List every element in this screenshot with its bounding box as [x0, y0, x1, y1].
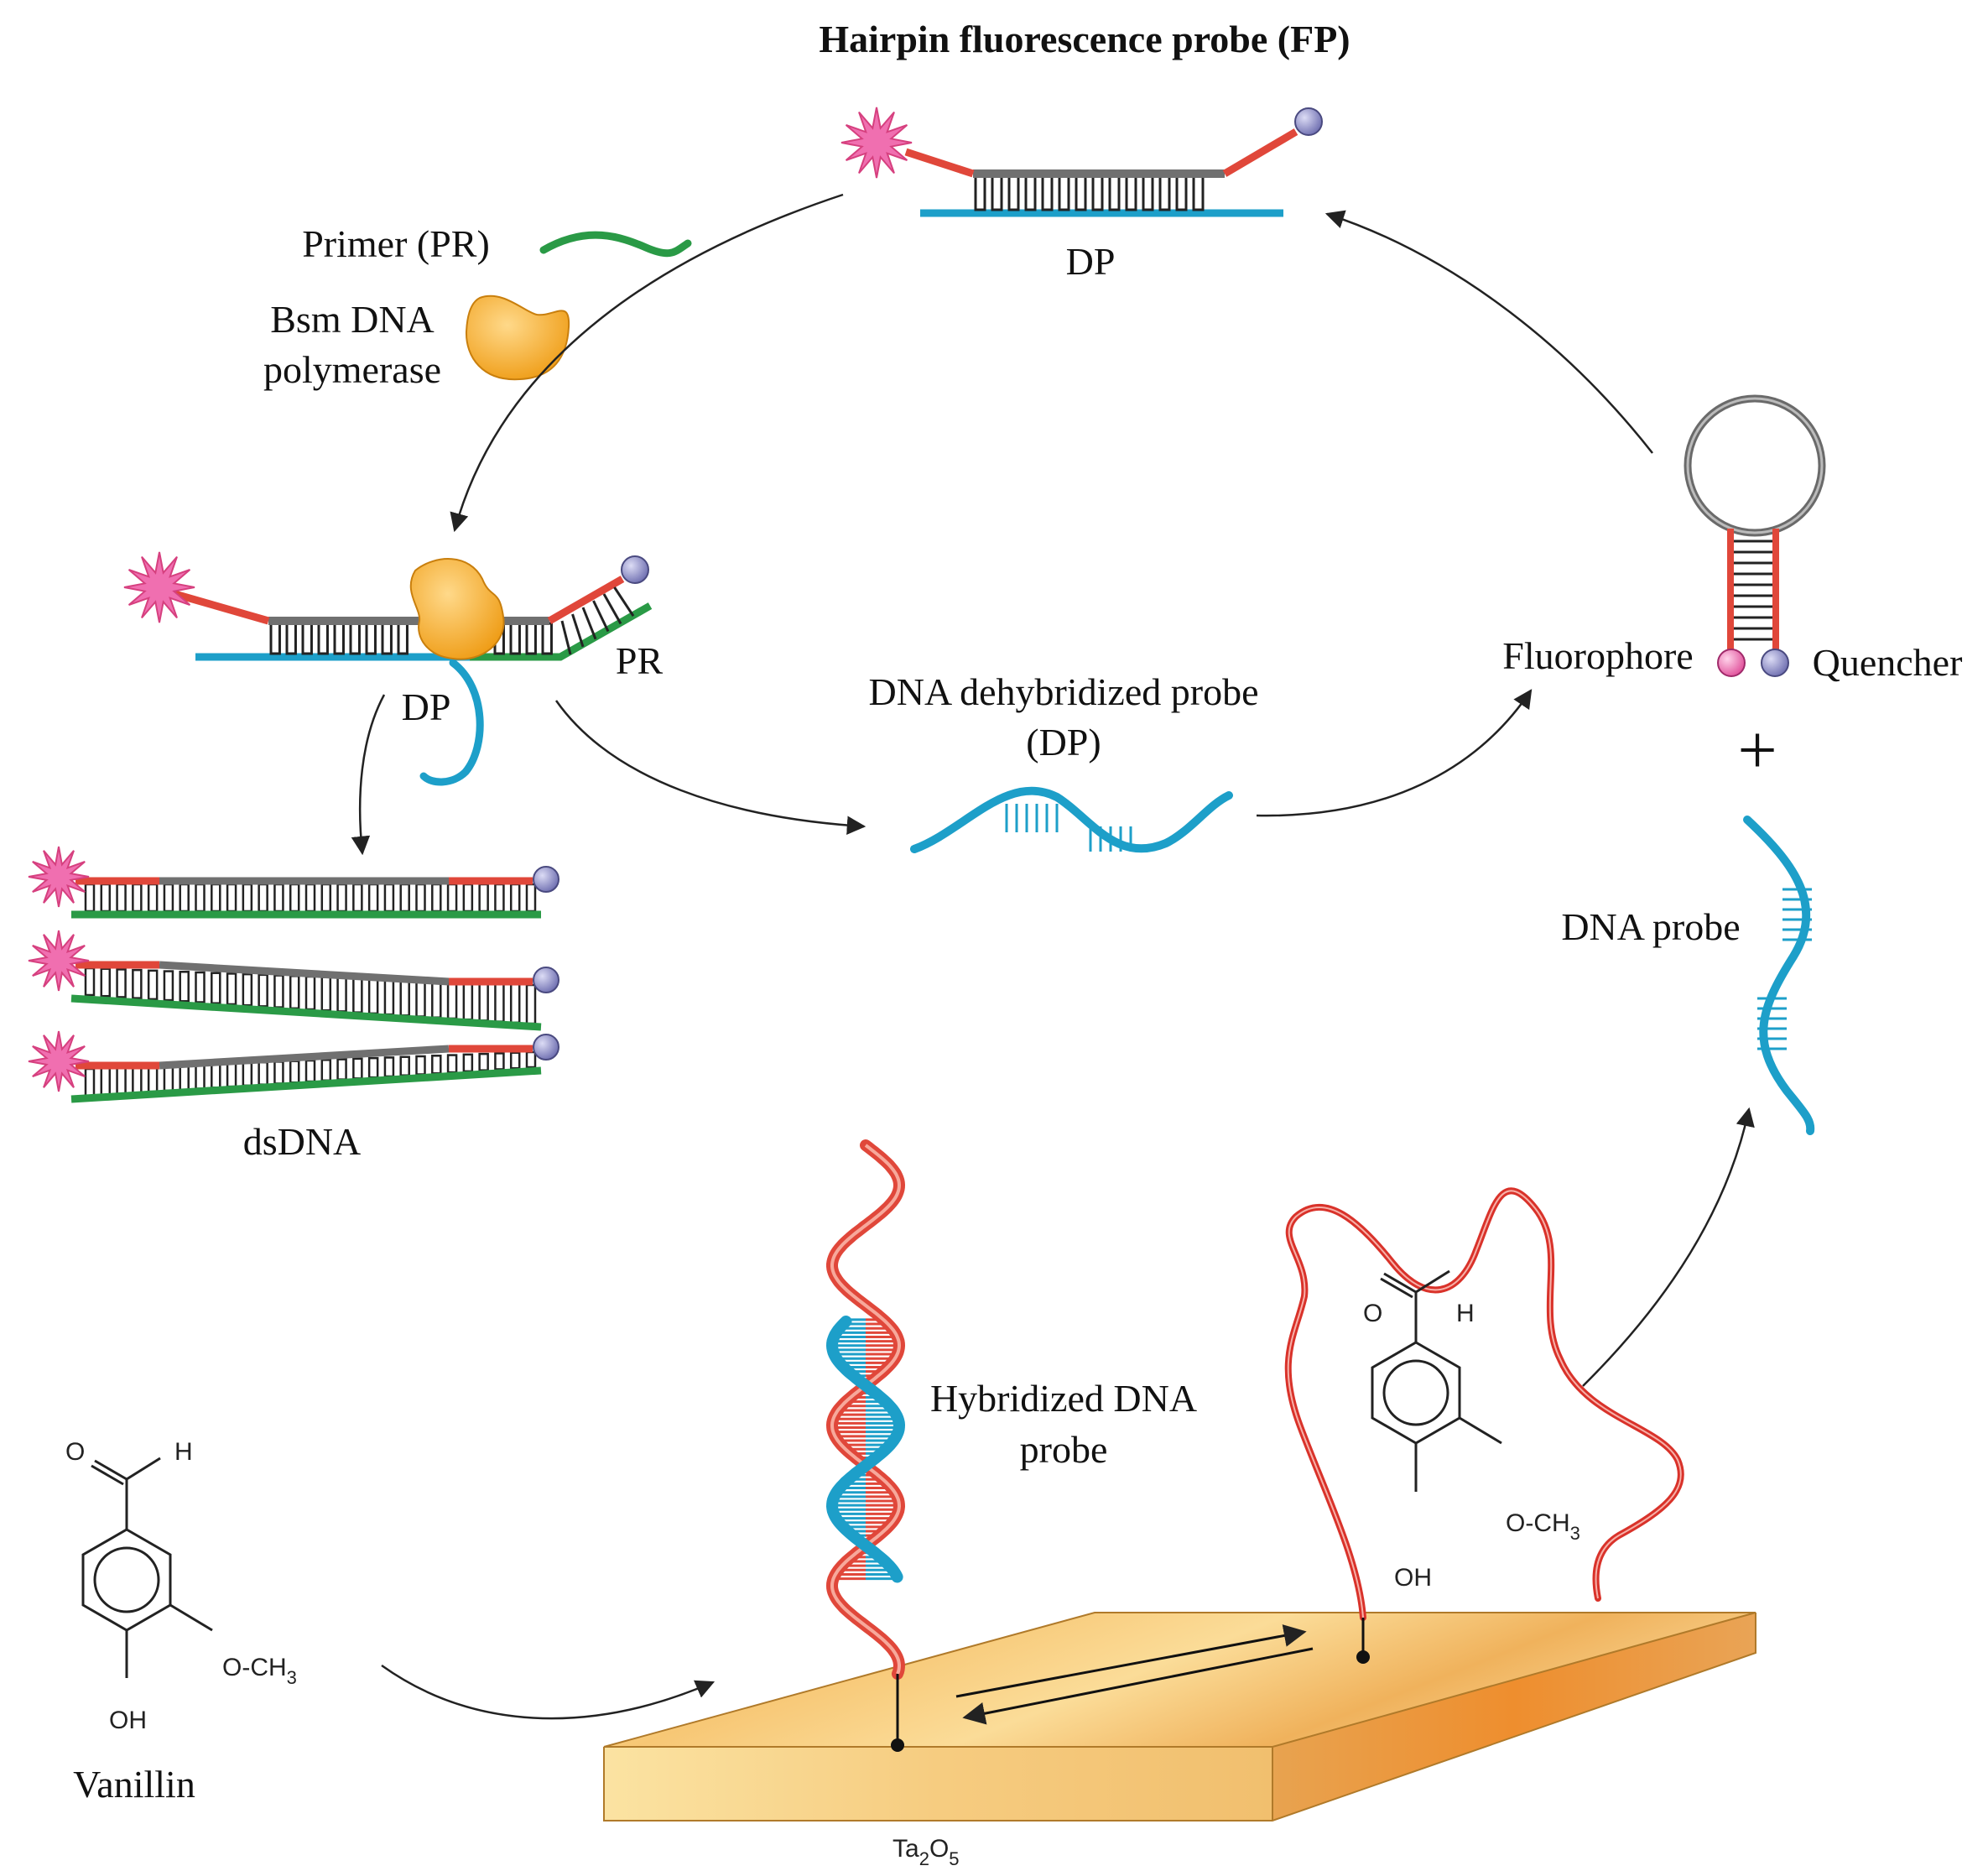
fluorophore-star-icon: [123, 551, 195, 623]
chem-oh-bound: OH: [1394, 1564, 1432, 1592]
dsdna-duplex: [28, 846, 559, 919]
equilibrium-arrow-right: [955, 1624, 1307, 1698]
dna-probe-label: DNA probe: [1561, 905, 1740, 948]
chem-och3-bound: O-CH3: [1506, 1509, 1580, 1544]
quencher-ball-icon: [533, 1034, 559, 1061]
fluorophore-star-icon: [28, 1030, 90, 1092]
equilibrium-arrow-left: [962, 1647, 1314, 1725]
hybridized-label-line2: probe: [1020, 1428, 1108, 1471]
fluorophore-ball-icon: [1717, 649, 1746, 677]
hybridized-dna-helix: [825, 1139, 906, 1752]
ta2o5-substrate: [603, 1612, 1756, 1821]
arrow-substrate-to-probe: [1582, 1107, 1755, 1387]
quencher-ball-icon: [533, 967, 559, 993]
bsm-label-line1: Bsm DNA: [270, 298, 435, 341]
fluorophore-star-icon: [28, 846, 90, 908]
dsdna-label: dsDNA: [243, 1120, 362, 1163]
dsdna-duplex: [28, 1030, 559, 1103]
vanillin-label: Vanillin: [73, 1763, 195, 1806]
quencher-ball-icon: [621, 555, 649, 584]
chem-h-bound: H: [1456, 1300, 1475, 1327]
bsm-label-line2: polymerase: [263, 348, 441, 391]
vanillin-structure-free: [81, 1457, 213, 1678]
dehyb-label-line2: (DP): [1026, 721, 1101, 764]
primer-label: Primer (PR): [302, 222, 490, 265]
dehybridized-probe-icon: [910, 786, 1233, 853]
polymerase-enzyme-icon: [465, 294, 570, 381]
chem-oh-free: OH: [109, 1707, 147, 1734]
dna-probe-icon: [1743, 816, 1815, 1135]
chem-o-free: O: [65, 1438, 85, 1466]
plus-sign: +: [1737, 711, 1777, 790]
dp-top-label: DP: [1066, 240, 1116, 283]
arrow-top-to-left: [450, 193, 844, 533]
quencher-ball-icon: [533, 866, 559, 893]
arrow-complex-to-dp: [554, 700, 866, 835]
aptamer-loop: [1284, 1187, 1684, 1664]
primer-strand-icon: [539, 231, 692, 258]
diagram-title: Hairpin fluorescence probe (FP): [819, 18, 1350, 60]
fluorophore-star-icon: [28, 930, 90, 992]
chem-o-bound: O: [1363, 1300, 1382, 1327]
dehyb-label-line1: DNA dehybridized probe: [869, 670, 1259, 713]
pr-label: PR: [616, 639, 664, 682]
dsdna-duplex: [28, 930, 559, 1031]
quencher-label: Quencher: [1813, 641, 1963, 684]
fluorophore-label: Fluorophore: [1502, 634, 1693, 677]
arrow-vanillin-to-plate: [381, 1664, 716, 1720]
quencher-ball-icon: [1761, 649, 1789, 677]
chem-och3-free: O-CH3: [222, 1654, 297, 1688]
arrow-hairpin-to-top: [1324, 210, 1653, 454]
chem-h-free: H: [174, 1438, 193, 1466]
quencher-ball-icon: [1294, 107, 1323, 136]
hairpin-probe: [1684, 394, 1826, 677]
top-dp-complex: [840, 107, 1323, 217]
fluorophore-star-icon: [840, 107, 913, 179]
dsdna-stack: [28, 846, 559, 1103]
vanillin-structure-bound: [1371, 1269, 1502, 1492]
dp-left-label: DP: [402, 685, 451, 728]
arrow-dp-to-hairpin: [1256, 689, 1533, 817]
polymerase-complex: [123, 551, 653, 786]
arrow-complex-to-dsdna: [351, 694, 386, 856]
hybridized-label-line1: Hybridized DNA: [930, 1377, 1197, 1420]
ta2o5-label: Ta2O5: [893, 1835, 960, 1869]
